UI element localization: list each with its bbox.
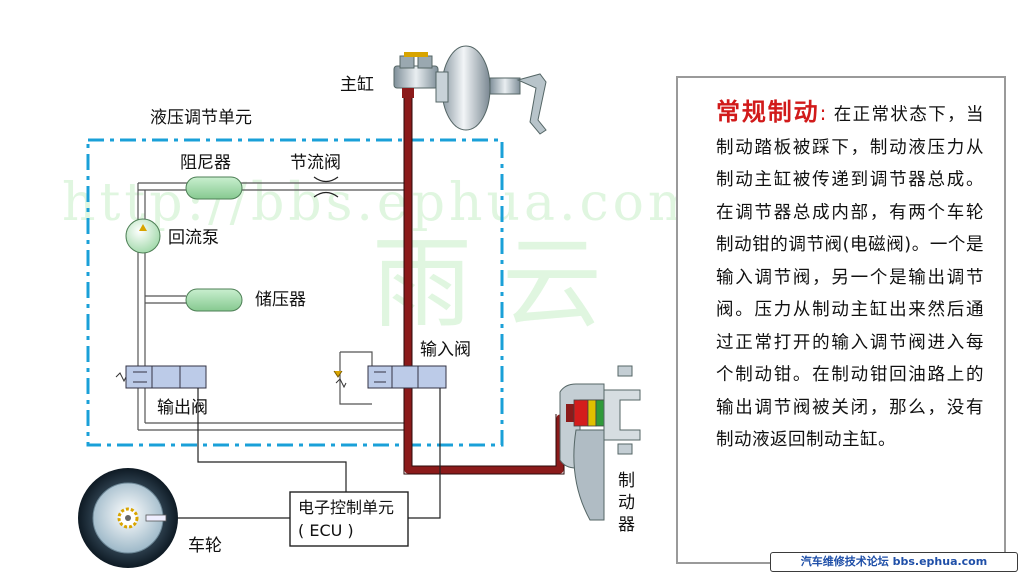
- ecu-abbr-label: ( ECU ): [298, 521, 354, 540]
- description-paragraph: 常规制动: 在正常状态下，当制动踏板被踩下，制动液压力从制动主缸被传递到调节器总…: [716, 96, 984, 457]
- description-title: 常规制动: [716, 98, 820, 126]
- outlet-valve-icon: [115, 365, 207, 389]
- watermark-url: http://bbs.ephua.com: [62, 173, 701, 233]
- accumulator-label: 储压器: [255, 290, 306, 310]
- hydraulic-unit-boundary: [86, 138, 504, 447]
- damper-icon: [185, 176, 243, 200]
- outlet-valve-label: 输出阀: [157, 398, 208, 418]
- description-body: 在正常状态下，当制动踏板被踩下，制动液压力从制动主缸被传递到调节器总成。在调节器…: [716, 105, 984, 450]
- return-pump-icon: [125, 218, 161, 254]
- brake-label-2: 动: [618, 493, 635, 513]
- return-pump-label: 回流泵: [168, 228, 219, 248]
- damper-label: 阻尼器: [180, 153, 231, 173]
- brake-label-3: 器: [618, 515, 635, 535]
- brake-label-1: 制: [618, 471, 635, 491]
- description-panel: 常规制动: 在正常状态下，当制动踏板被踩下，制动液压力从制动主缸被传递到调节器总…: [676, 76, 1006, 564]
- master-cylinder-label: 主缸: [340, 74, 374, 95]
- brake-caliper-icon: [559, 365, 641, 521]
- watermark: http://bbs.ephua.com 雨云: [62, 173, 701, 342]
- hydraulic-unit-label: 液压调节单元: [150, 108, 252, 128]
- accumulator-icon: [185, 288, 243, 312]
- ecu-wires: [165, 388, 441, 519]
- pump-arrow-icon: [139, 224, 147, 231]
- ecu-box: [289, 491, 409, 547]
- inlet-valve-label: 输入阀: [420, 340, 471, 360]
- wheel-label: 车轮: [188, 536, 222, 556]
- throttle-valve-icon: [313, 176, 339, 198]
- master-cylinder-icon: [393, 45, 547, 135]
- throttle-valve-label: 节流阀: [290, 153, 341, 173]
- ecu-label: 电子控制单元: [298, 498, 394, 517]
- inlet-valve-icon: [333, 365, 447, 389]
- wheel-icon: [78, 468, 178, 568]
- description-colon: :: [819, 101, 827, 125]
- footer-tag: 汽车维修技术论坛 bbs.ephua.com: [770, 552, 1018, 572]
